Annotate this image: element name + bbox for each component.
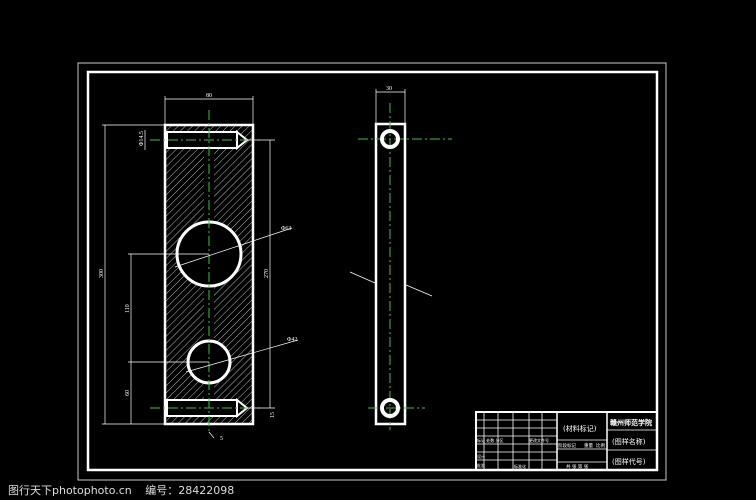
dim-bottom-gap: 5 [220,436,223,442]
dim-hole-spacing: 110 [125,304,131,313]
watermark-id: 编号：28422098 [145,484,235,497]
stage-label: 阶段标记 [558,442,576,449]
scale-label: 比例 [596,442,605,449]
watermark: 图行天下photophoto.cn 编号：28422098 [8,482,244,498]
dim-slot-span: 270 [264,269,270,278]
drawing-name: (图样名称) [612,437,646,446]
dim-small-hole: Φ42 [287,337,297,343]
dim-slot-width: Φ14.5 [139,131,145,146]
revision-label: 标记 处数 分区 [477,437,504,443]
inner-border [86,70,659,472]
dim-big-hole: Φ63 [281,226,291,232]
dim-edge: 15 [270,412,276,418]
design-label: 设计 [477,453,485,459]
title-block [475,411,658,471]
top-hole [380,129,400,149]
school-name: 赣州师范学院 [610,418,652,427]
change-doc-label: 更改文件号 [529,437,549,443]
sheets-label: 共 张 第 张 [566,463,589,470]
approve-label: 批准 [477,462,485,468]
material-label: (材料标记) [563,424,597,433]
weight-label: 重量 [584,442,593,449]
dim-thickness: 30 [386,86,392,92]
outer-border [77,62,667,481]
dim-height: 300 [99,269,105,278]
front-view [102,96,299,439]
dim-width: 80 [206,93,212,99]
drawing-code: (图样代号) [612,457,646,466]
standard-label: 标准化 [514,463,526,469]
dim-bottom-offset: 60 [125,390,131,396]
watermark-site: 图行天下photophoto.cn [8,484,132,497]
bottom-hole [380,398,400,418]
side-view [349,89,452,430]
